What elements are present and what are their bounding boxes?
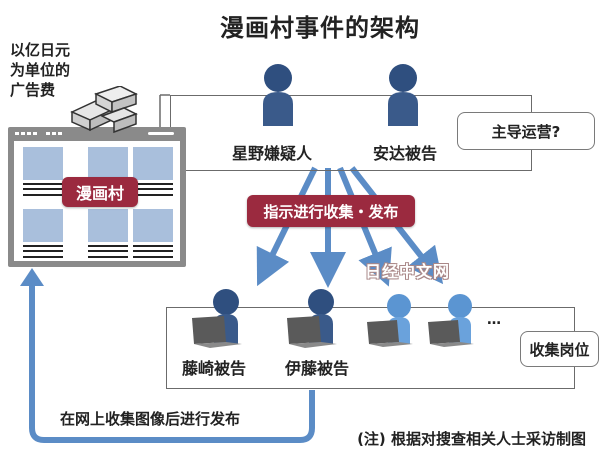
ad-revenue-line-2: 为单位的 (10, 61, 71, 79)
diagram-title: 漫画村事件的架构 (220, 14, 420, 42)
operator-name-2: 安达被告 (373, 144, 438, 163)
site-content (14, 141, 180, 261)
more-collectors-ellipsis: … (487, 312, 501, 328)
ad-revenue-label: 以亿日元 为单位的 广告费 (10, 40, 70, 100)
collector-icon-3 (367, 294, 413, 347)
ad-revenue-line-1: 以亿日元 (10, 41, 71, 59)
upload-arrowhead (20, 268, 44, 286)
person-icon-adachi (388, 64, 418, 126)
instruction-label: 指示进行收集・发布 (247, 195, 415, 227)
operator-name-1: 星野嫌疑人 (232, 144, 313, 163)
collector-icon-4 (428, 294, 474, 347)
manga-site-label: 漫画村 (62, 177, 138, 207)
operators-callout: 主导运营? (457, 112, 595, 150)
collector-icon-1 (192, 289, 242, 348)
money-stack-icon (70, 86, 138, 134)
person-icon-hoshino (263, 64, 293, 126)
collector-name-2: 伊藤被告 (285, 359, 350, 378)
manga-site-window (8, 127, 186, 267)
ad-revenue-line-3: 广告费 (10, 81, 56, 99)
collector-name-1: 藤崎被告 (182, 359, 247, 378)
upload-label: 在网上收集图像后进行发布 (60, 410, 241, 428)
collectors-callout: 收集岗位 (520, 331, 599, 367)
watermark: 日经中文网 (365, 262, 451, 281)
source-note: (注) 根据对搜查相关人士采访制图 (357, 430, 586, 448)
collector-icon-2 (287, 289, 337, 348)
upload-loop-arrow (29, 282, 315, 443)
